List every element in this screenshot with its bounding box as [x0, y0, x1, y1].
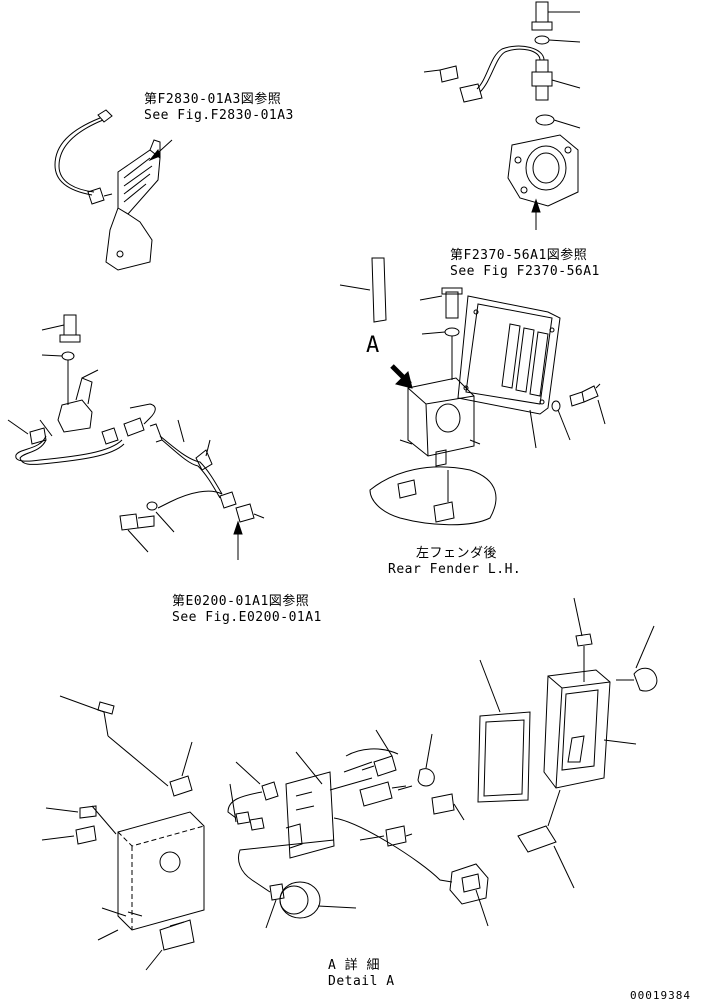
detail-a-en: Detail A — [328, 974, 395, 989]
wiring-harness-left — [7, 314, 265, 553]
sensor-housing-assembly — [423, 1, 581, 207]
ref-f2370-en: See Fig F2370-56A1 — [450, 264, 600, 279]
ref-e0200-en: See Fig.E0200-01A1 — [172, 610, 322, 625]
detail-a-assembly — [41, 597, 658, 971]
detail-a-jp: A 詳 細 — [328, 958, 380, 973]
location-jp: 左フェンダ後 — [416, 546, 498, 561]
drawing-number: 00019384 — [630, 989, 691, 1002]
location-en: Rear Fender L.H. — [388, 562, 522, 577]
controller-box-assembly — [339, 257, 606, 526]
view-a-label: A — [366, 333, 380, 358]
accelerator-pedal-assembly — [54, 109, 161, 271]
ref-f2830-jp: 第F2830-01A3図参照 — [144, 92, 282, 107]
ref-f2370-jp: 第F2370-56A1図参照 — [450, 248, 588, 263]
ref-e0200-jp: 第E0200-01A1図参照 — [172, 594, 310, 609]
ref-f2830-en: See Fig.F2830-01A3 — [144, 108, 294, 123]
